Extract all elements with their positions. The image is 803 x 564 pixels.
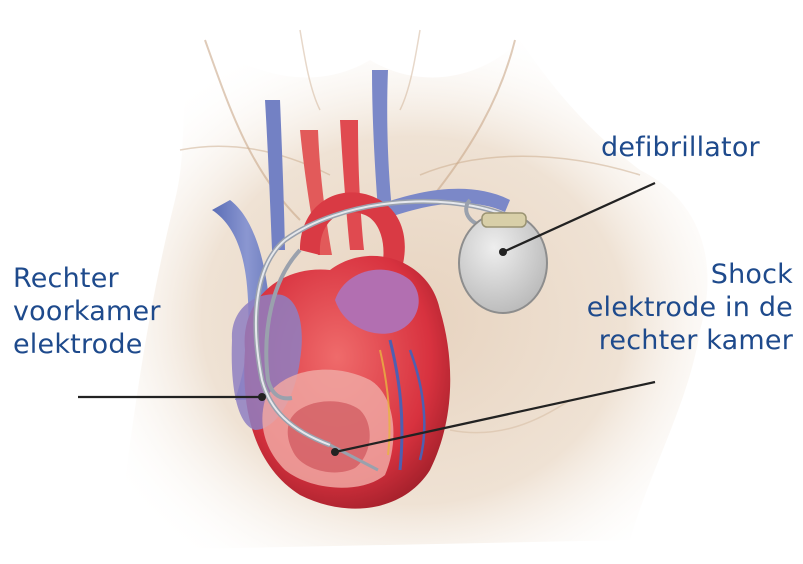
shock-lead-leader-dot [331,448,339,456]
right-atrium-leader-dot [258,393,266,401]
shock-lead-label-line-1: Shock [587,258,793,291]
defibrillator-label-text: defibrillator [601,131,760,164]
right-atrium-lead-label: Rechter voorkamer elektrode [13,262,161,361]
right-atrium-lead-label-line-1: Rechter [13,262,161,295]
shock-lead-label: Shock elektrode in de rechter kamer [587,258,793,357]
defibrillator-label: defibrillator [601,131,760,164]
shock-lead-label-line-3: rechter kamer [587,324,793,357]
right-atrium-lead-label-line-2: voorkamer [13,295,161,328]
shock-lead-label-line-2: elektrode in de [587,291,793,324]
defibrillator-leader-dot [499,248,507,256]
right-atrium-lead-label-line-3: elektrode [13,328,161,361]
